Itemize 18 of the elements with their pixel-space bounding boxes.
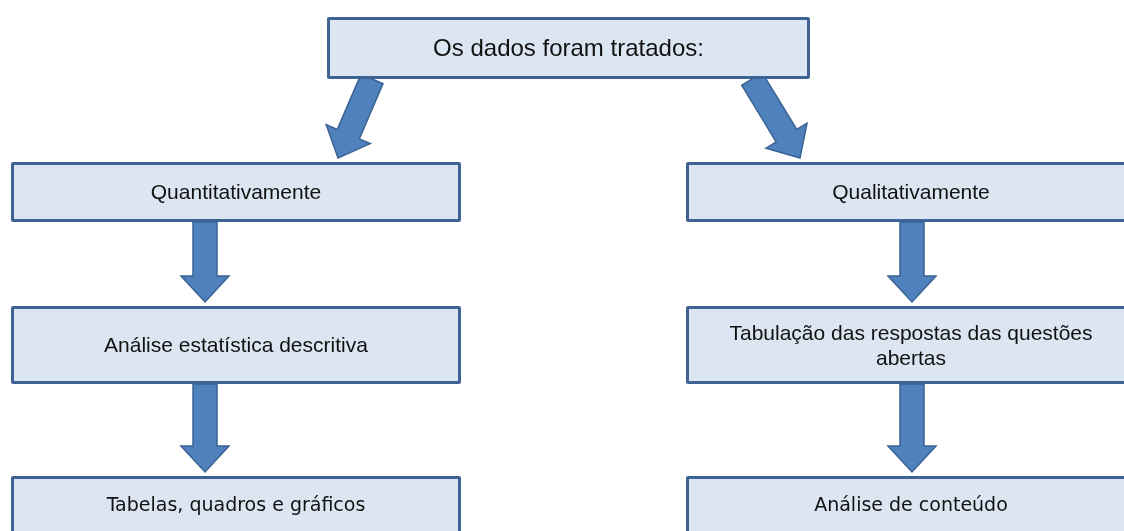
block-arrow [886, 221, 938, 304]
box-label: Tabelas, quadros e gráficos [106, 493, 366, 516]
box-label: Tabulação das respostas das questões abertas [728, 319, 1094, 371]
box-label: Quantitativamente [150, 179, 322, 205]
process-box [11, 162, 461, 222]
process-box [686, 162, 1124, 222]
block-arrow [886, 383, 938, 474]
block-arrow [179, 383, 231, 474]
process-box [11, 476, 461, 531]
process-box [327, 17, 810, 79]
process-box [11, 306, 461, 384]
box-label: Análise de conteúdo [814, 493, 1008, 516]
process-box [686, 306, 1124, 384]
block-arrow [179, 221, 231, 304]
box-label: Análise estatística descritiva [104, 332, 368, 358]
box-label: Os dados foram tratados: [433, 33, 704, 63]
process-box [686, 476, 1124, 531]
box-label: Qualitativamente [832, 179, 990, 205]
